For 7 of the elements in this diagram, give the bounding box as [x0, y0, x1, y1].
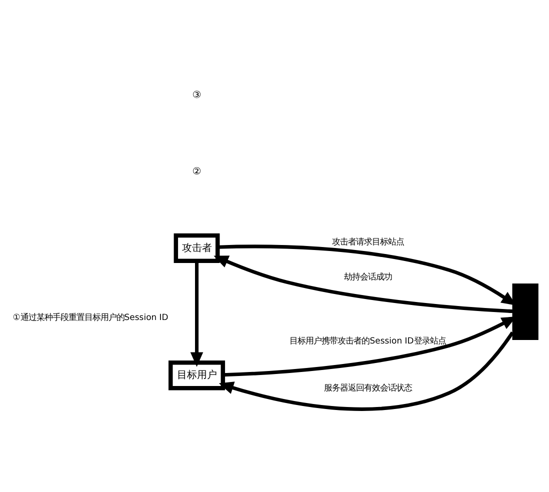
label: ② [192, 166, 202, 178]
edge-label: 目标用户携带攻击者的Session ID登录站点 [290, 335, 446, 346]
label: ③ [192, 90, 202, 102]
edge-label: 劫持会话成功 [344, 272, 392, 282]
edge-label: 服务器返回有效会话状态 [324, 382, 412, 393]
edge-label: ①通过某种手段重置目标用户的Session ID [12, 312, 168, 322]
edge-label: 攻击者请求目标站点 [332, 236, 404, 246]
